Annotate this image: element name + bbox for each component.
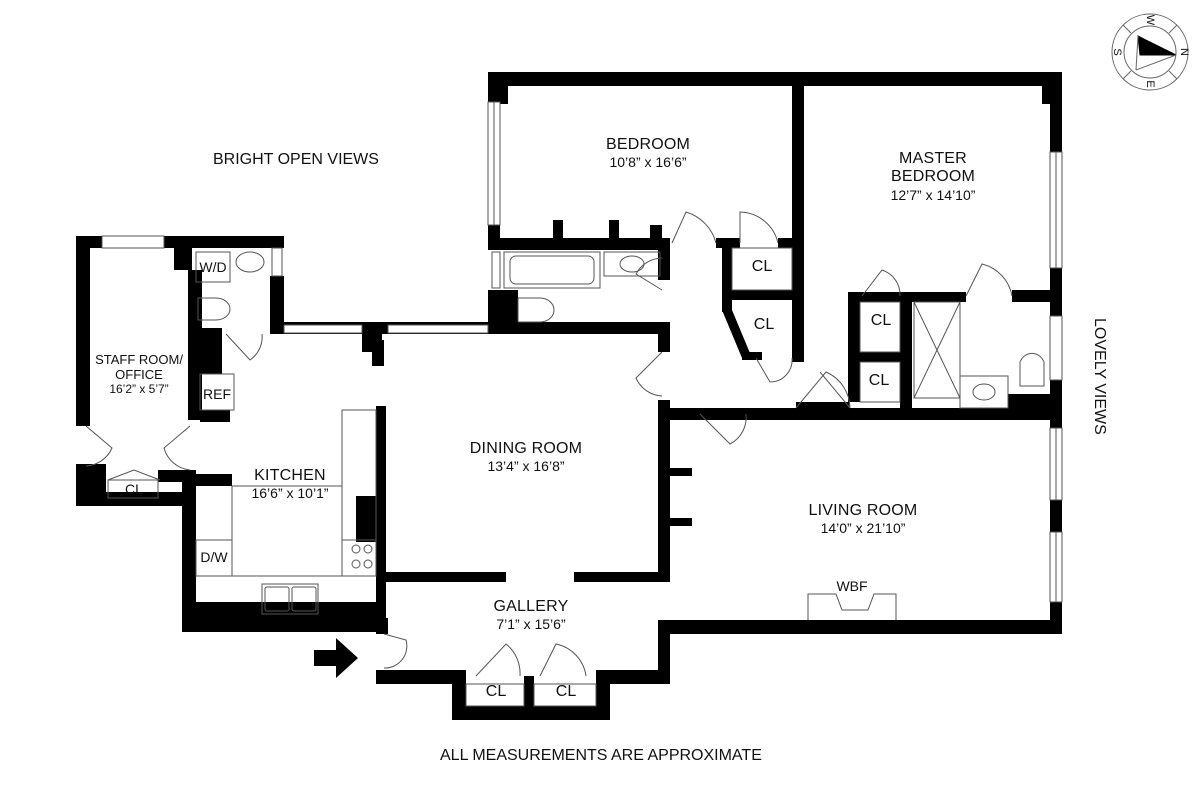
room-dimensions: 10’8” x 16’6”: [609, 154, 687, 171]
room-kitchen: KITCHEN 16’6” x 10’1”: [251, 467, 328, 501]
room-dimensions: 16’6” x 10’1”: [251, 485, 329, 502]
label-closet: CL: [555, 683, 577, 700]
room-name: DINING ROOM: [469, 440, 583, 457]
room-name-line1: STAFF ROOM/: [95, 352, 183, 367]
room-bedroom: BEDROOM 10’8” x 16’6”: [606, 136, 690, 170]
room-dining-room: DINING ROOM 13’4” x 16’8”: [470, 440, 582, 474]
compass-icon: [1111, 13, 1189, 91]
room-living-room: LIVING ROOM 14’0” x 21’10”: [809, 502, 918, 536]
arrow-right-icon: [314, 638, 358, 678]
room-gallery: GALLERY 7’1” x 15’6”: [494, 598, 569, 632]
room-dimensions: 12’7” x 14’10”: [890, 186, 976, 203]
compass-south: S: [1111, 48, 1123, 56]
room-dimensions: 14’0” x 21’10”: [820, 520, 906, 537]
compass-north: N: [1178, 48, 1190, 56]
windows: [101, 101, 1063, 603]
room-name: BEDROOM: [605, 136, 691, 153]
label-washer-dryer: W/D: [199, 259, 227, 275]
label-closet: CL: [870, 312, 892, 329]
compass-east: E: [1144, 80, 1156, 88]
room-name: LIVING ROOM: [808, 502, 918, 519]
note-bright-open-views: BRIGHT OPEN VIEWS: [213, 151, 379, 168]
walls: [76, 72, 1062, 720]
room-name: KITCHEN: [254, 467, 326, 484]
room-name-line2: OFFICE: [115, 366, 163, 382]
room-name-line1: MASTER: [899, 150, 967, 167]
label-dishwasher: D/W: [200, 549, 228, 565]
note-measurements-approximate: ALL MEASUREMENTS ARE APPROXIMATE: [440, 747, 762, 764]
label-closet: CL: [753, 316, 775, 333]
room-staff-office: STAFF ROOM/ OFFICE 16’2” x 5’7”: [95, 352, 183, 397]
fixtures: [107, 247, 1045, 707]
compass-west: W: [1144, 14, 1156, 26]
room-dimensions: 16’2” x 5’7”: [109, 381, 169, 396]
room-name-line2: BEDROOM: [890, 168, 976, 186]
room-master-bedroom: MASTER BEDROOM 12’7” x 14’10”: [891, 150, 976, 203]
label-closet: CL: [868, 372, 890, 389]
label-closet: CL: [751, 258, 773, 275]
label-closet: CL: [125, 481, 143, 497]
note-lovely-views: LOVELY VIEWS: [1091, 318, 1108, 435]
room-dimensions: 13’4” x 16’8”: [487, 458, 565, 475]
label-fireplace: WBF: [836, 578, 868, 594]
room-dimensions: 7’1” x 15’6”: [496, 616, 566, 633]
label-closet: CL: [485, 683, 507, 700]
label-refrigerator: REF: [203, 386, 231, 402]
doors: [85, 211, 1013, 677]
room-name: GALLERY: [493, 598, 569, 615]
